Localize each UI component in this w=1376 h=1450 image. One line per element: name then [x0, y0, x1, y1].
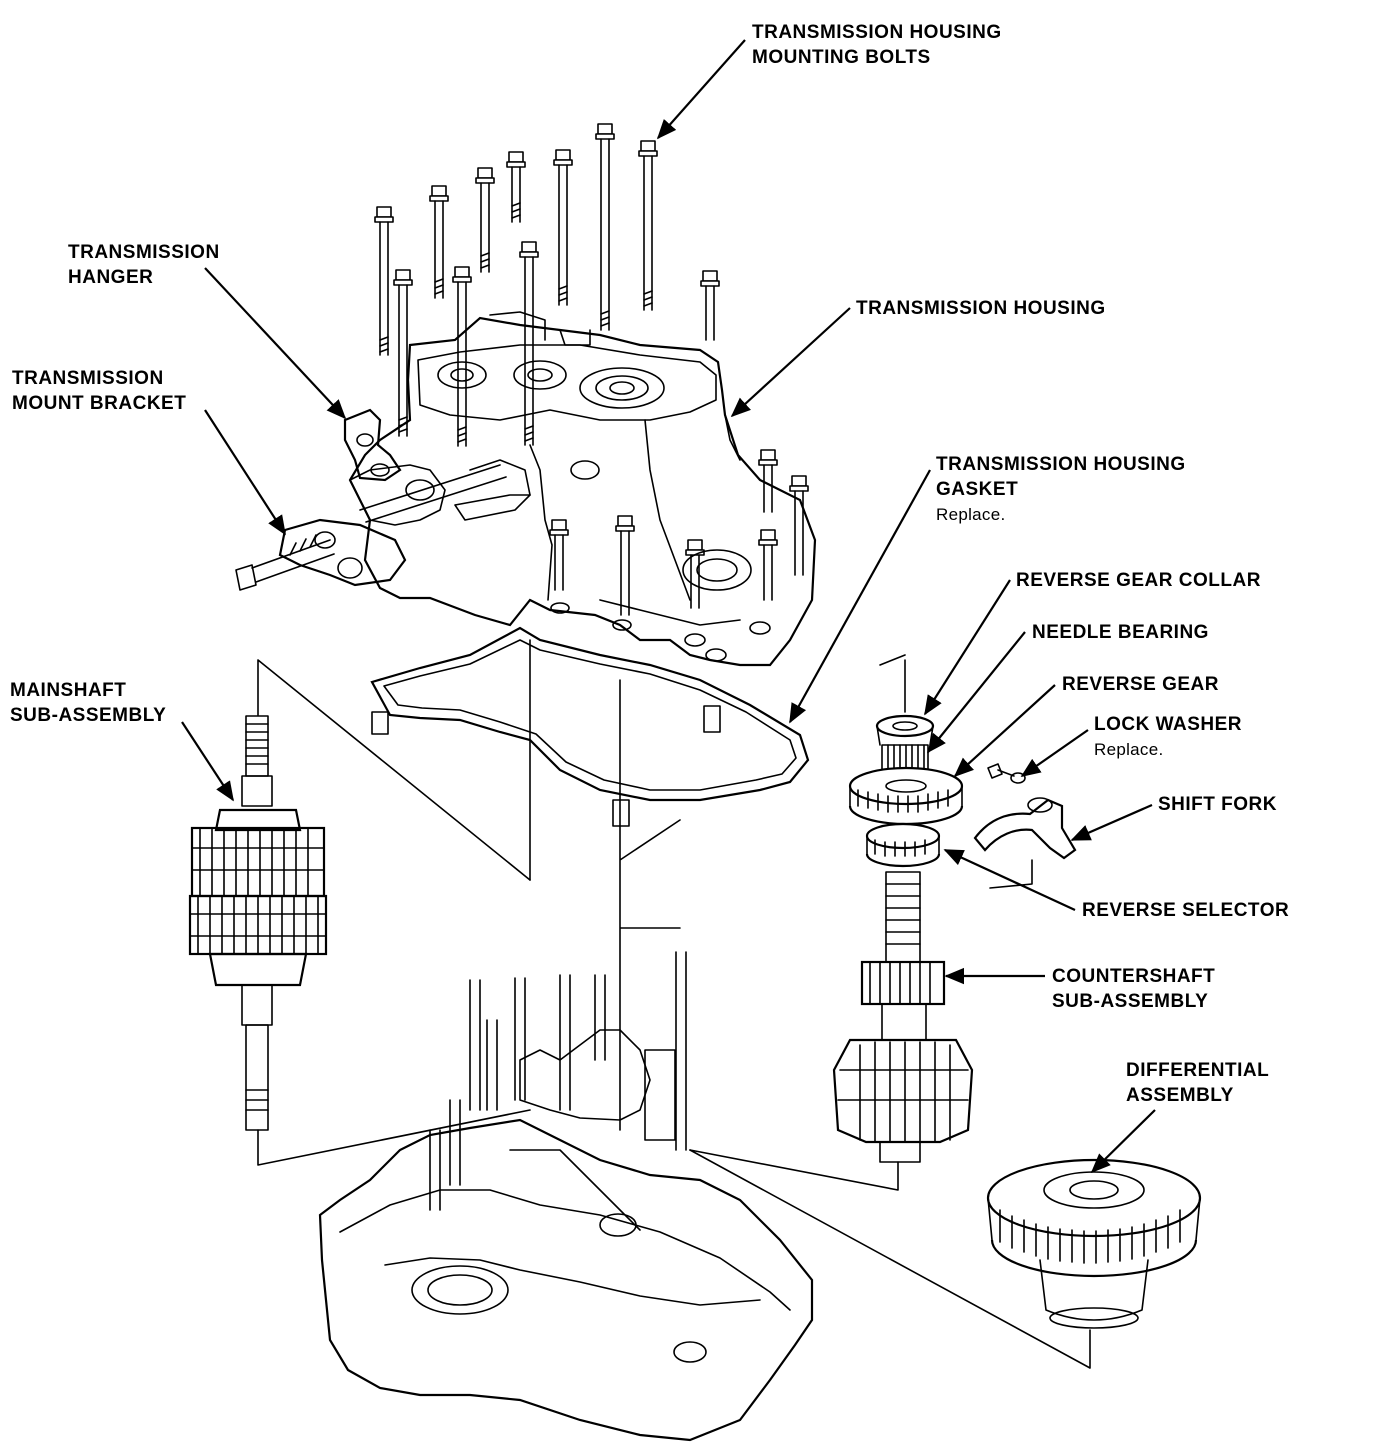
label-line: REVERSE GEAR — [1062, 674, 1219, 695]
label-line: MAINSHAFT — [10, 680, 127, 701]
label-line: TRANSMISSION HOUSING — [936, 454, 1186, 475]
label-line: GASKET — [936, 479, 1019, 500]
label-note: Replace. — [1094, 740, 1164, 759]
label-line: REVERSE SELECTOR — [1082, 900, 1290, 921]
label-housing-gasket: TRANSMISSION HOUSING GASKET Replace. — [936, 452, 1186, 527]
label-line: COUNTERSHAFT — [1052, 966, 1216, 987]
label-reverse-gear-collar: REVERSE GEAR COLLAR — [1016, 568, 1261, 593]
mainshaft-sub-assembly — [188, 715, 328, 1131]
label-transmission-housing: TRANSMISSION HOUSING — [856, 296, 1106, 321]
label-line: SUB-ASSEMBLY — [1052, 991, 1209, 1012]
shift-fork — [973, 797, 1077, 860]
differential-assembly — [986, 1158, 1202, 1329]
needle-bearing — [881, 744, 929, 772]
label-line: TRANSMISSION — [68, 242, 220, 263]
label-mainshaft: MAINSHAFT SUB-ASSEMBLY — [10, 678, 166, 728]
transmission-case — [318, 951, 814, 1442]
label-shift-fork: SHIFT FORK — [1158, 792, 1277, 817]
reverse-gear-collar — [875, 714, 935, 746]
label-line: DIFFERENTIAL — [1126, 1060, 1270, 1081]
label-reverse-gear: REVERSE GEAR — [1062, 672, 1219, 697]
label-reverse-selector: REVERSE SELECTOR — [1082, 898, 1289, 923]
label-mounting-bolts: TRANSMISSION HOUSING MOUNTING BOLTS — [752, 20, 1002, 70]
housing-mounting-bolts — [374, 123, 809, 616]
label-line: ASSEMBLY — [1126, 1085, 1234, 1106]
assembly-guide-lines — [257, 639, 1091, 1369]
transmission-housing — [348, 311, 817, 667]
transmission-hanger — [343, 408, 402, 482]
label-line: TRANSMISSION HOUSING — [752, 22, 1002, 43]
label-needle-bearing: NEEDLE BEARING — [1032, 620, 1209, 645]
lock-washer — [987, 763, 1026, 784]
leader-arrows — [181, 39, 1156, 1174]
label-line: TRANSMISSION HOUSING — [856, 298, 1106, 319]
label-line: HANGER — [68, 267, 154, 288]
countershaft-sub-assembly — [832, 871, 974, 1163]
label-countershaft: COUNTERSHAFT SUB-ASSEMBLY — [1052, 964, 1215, 1014]
label-line: REVERSE GEAR COLLAR — [1016, 570, 1261, 591]
label-line: LOCK WASHER — [1094, 714, 1242, 735]
transmission-mount-bracket — [235, 464, 507, 591]
label-line: SHIFT FORK — [1158, 794, 1277, 815]
label-transmission-hanger: TRANSMISSION HANGER — [68, 240, 220, 290]
label-line: MOUNT BRACKET — [12, 393, 187, 414]
label-line: TRANSMISSION — [12, 368, 164, 389]
label-line: SUB-ASSEMBLY — [10, 705, 167, 726]
label-mount-bracket: TRANSMISSION MOUNT BRACKET — [12, 366, 186, 416]
label-lock-washer: LOCK WASHER Replace. — [1094, 712, 1242, 762]
label-note: Replace. — [936, 505, 1006, 524]
reverse-selector — [865, 822, 941, 868]
label-differential: DIFFERENTIAL ASSEMBLY — [1126, 1058, 1269, 1108]
reverse-gear — [848, 766, 964, 826]
transmission-housing-gasket — [370, 626, 810, 827]
label-line: NEEDLE BEARING — [1032, 622, 1209, 643]
label-line: MOUNTING BOLTS — [752, 47, 931, 68]
